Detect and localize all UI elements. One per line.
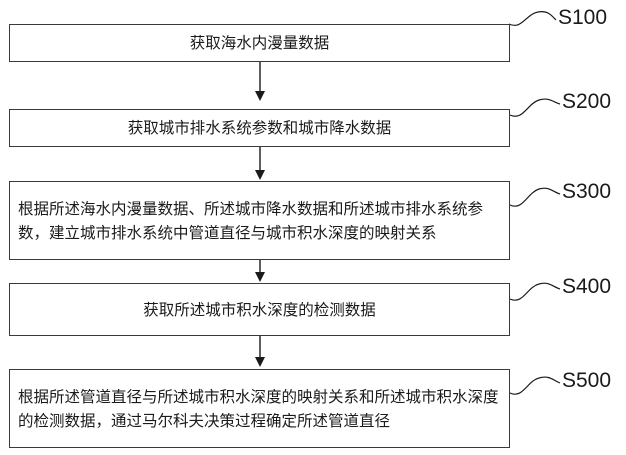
step-s200-text: 获取城市排水系统参数和城市降水数据 [128,116,392,140]
step-s500-box: 根据所述管道直径与所述城市积水深度的映射关系和所述城市积水深度的检测数据，通过马… [9,369,510,448]
leader-curve-s200 [510,99,560,116]
step-s300-text: 根据所述海水内漫量数据、所述城市降水数据和所述城市排水系统参数，建立城市排水系统… [18,197,501,245]
leader-curve-s300 [510,188,560,206]
step-s500-label: S500 [562,369,611,393]
step-s500-text: 根据所述管道直径与所述城市积水深度的映射关系和所述城市积水深度的检测数据，通过马… [18,385,501,433]
step-s300-box: 根据所述海水内漫量数据、所述城市降水数据和所述城市排水系统参数，建立城市排水系统… [9,181,510,260]
step-s100-text: 获取海水内漫量数据 [190,31,330,55]
step-s400-text: 获取所述城市积水深度的检测数据 [143,298,376,322]
step-s400-label: S400 [562,275,611,299]
leader-curve-s100 [509,12,556,26]
step-s100-box: 获取海水内漫量数据 [9,24,510,62]
leader-curve-s400 [510,283,560,300]
step-s200-box: 获取城市排水系统参数和城市降水数据 [9,109,510,147]
step-s300-label: S300 [562,180,611,204]
step-s200-label: S200 [562,90,611,114]
step-s100-label: S100 [558,6,607,30]
step-s400-box: 获取所述城市积水深度的检测数据 [9,283,510,336]
leader-curve-s500 [510,377,560,394]
